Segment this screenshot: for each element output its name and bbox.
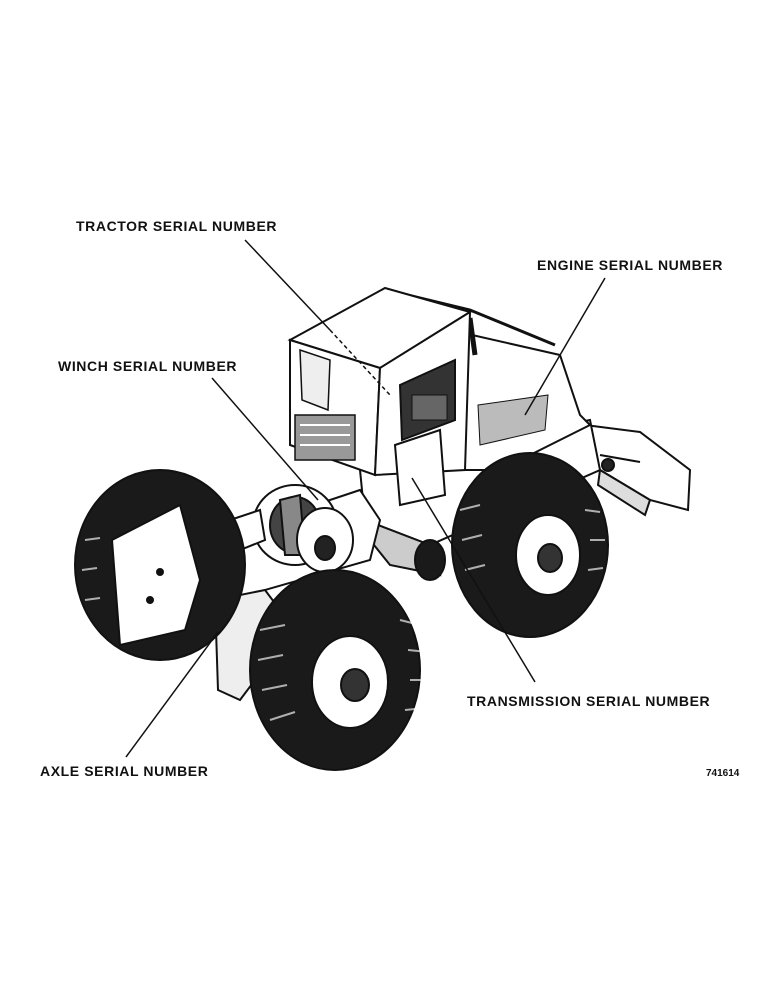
axle-serial-label: AXLE SERIAL NUMBER	[40, 763, 209, 779]
axle-leader	[125, 631, 219, 758]
engine-leader	[524, 277, 606, 416]
figure-number: 741614	[706, 768, 740, 779]
transmission-leader	[411, 477, 536, 683]
leader-lines	[125, 239, 606, 758]
dozer-blade	[583, 423, 692, 517]
tractor-leader	[244, 239, 331, 331]
transmission-serial-label: TRANSMISSION SERIAL NUMBER	[467, 693, 711, 709]
winch-serial-label: WINCH SERIAL NUMBER	[58, 358, 238, 374]
cab	[287, 286, 473, 507]
engine-serial-label: ENGINE SERIAL NUMBER	[537, 257, 723, 273]
tires	[74, 452, 609, 771]
winch	[228, 484, 354, 573]
winch-leader	[211, 377, 319, 501]
tractor-serial-label: TRACTOR SERIAL NUMBER	[76, 218, 278, 234]
